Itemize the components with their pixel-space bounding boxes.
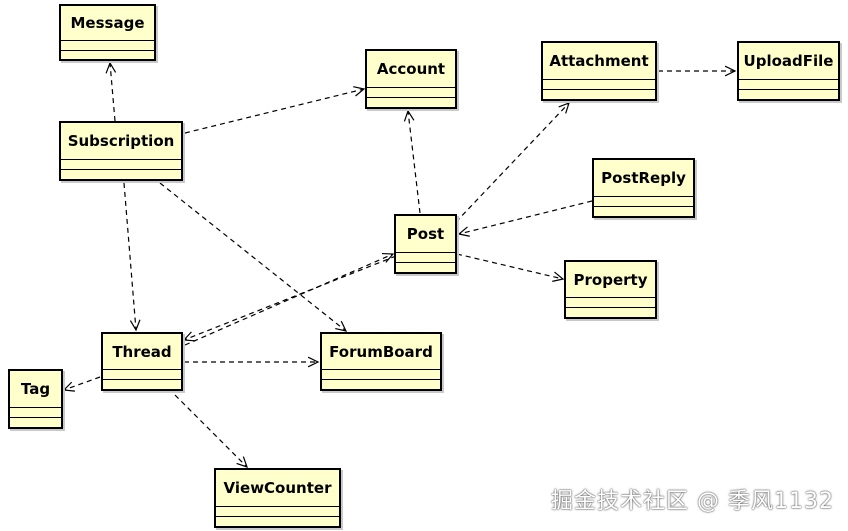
dependency-subscription-to-forumboard [159, 182, 348, 332]
class-name: Subscription [67, 132, 175, 150]
open-arrowhead [335, 320, 348, 332]
dependency-line [456, 253, 564, 280]
class-uploadfile[interactable]: UploadFile [737, 41, 840, 101]
open-arrowhead [62, 381, 76, 392]
dependency-line [455, 102, 570, 223]
dependency-subscription-to-account [184, 86, 366, 134]
dependency-thread-to-viewcounter [174, 394, 248, 468]
class-name: Property [573, 270, 648, 289]
operations-compartment [216, 516, 339, 526]
operations-compartment [322, 379, 440, 389]
class-name: Message [70, 14, 145, 32]
operations-compartment [566, 307, 655, 317]
open-arrowhead [558, 101, 570, 114]
attributes-compartment [216, 506, 339, 516]
class-name: UploadFile [743, 52, 834, 70]
class-postreply[interactable]: PostReply [592, 158, 695, 218]
operations-compartment [739, 89, 838, 99]
class-post[interactable]: Post [394, 214, 457, 274]
dependency-line [407, 110, 421, 214]
dependency-line [458, 200, 593, 235]
dependency-line [109, 62, 116, 122]
open-arrowhead [457, 226, 470, 237]
class-thread[interactable]: Thread [101, 332, 183, 391]
operations-compartment [367, 97, 455, 107]
attributes-compartment [396, 252, 455, 262]
dependency-postreply-to-post [457, 200, 593, 237]
operations-compartment [61, 50, 154, 59]
class-viewcounter[interactable]: ViewCounter [214, 468, 341, 528]
watermark: 掘金技术社区 @ 季风1132 [551, 489, 834, 514]
attributes-compartment [10, 407, 61, 417]
class-name: Post [406, 225, 445, 243]
dependency-line [63, 376, 101, 391]
open-arrowhead [236, 456, 248, 468]
class-attachment[interactable]: Attachment [541, 41, 657, 101]
class-subscription[interactable]: Subscription [59, 121, 183, 181]
open-arrowhead [105, 61, 117, 74]
dependency-subscription-to-message [105, 61, 117, 122]
dependency-line [184, 253, 394, 346]
operations-compartment [103, 379, 181, 389]
class-account[interactable]: Account [365, 49, 457, 109]
class-name: Account [376, 60, 446, 78]
dependency-line [159, 182, 347, 332]
attributes-compartment [367, 87, 455, 97]
operations-compartment [594, 206, 693, 216]
class-name: PostReply [601, 169, 686, 187]
dependency-thread-to-tag [62, 376, 101, 392]
class-tag[interactable]: Tag [8, 369, 63, 429]
open-arrowhead [552, 271, 565, 282]
attributes-compartment [566, 297, 655, 307]
class-forumboard[interactable]: ForumBoard [320, 332, 442, 391]
open-arrowhead [403, 109, 415, 122]
class-name: ForumBoard [329, 342, 433, 361]
dependency-post-to-attachment [455, 101, 570, 223]
attributes-compartment [543, 79, 655, 89]
open-arrowhead [307, 356, 320, 368]
open-arrowhead [724, 65, 737, 77]
class-name: ViewCounter [223, 479, 332, 497]
dependency-post-to-account [403, 109, 421, 214]
class-name: Thread [112, 342, 172, 361]
open-arrowhead [182, 331, 196, 342]
dependency-line [174, 394, 248, 468]
attributes-compartment [594, 196, 693, 206]
open-arrowhead [381, 252, 395, 263]
dependency-line [184, 88, 365, 134]
operations-compartment [396, 262, 455, 272]
attributes-compartment [322, 369, 440, 379]
operations-compartment [61, 169, 181, 179]
operations-compartment [543, 89, 655, 99]
class-name: Attachment [549, 52, 649, 70]
attributes-compartment [739, 79, 838, 89]
open-arrowhead [353, 86, 366, 97]
attributes-compartment [61, 159, 181, 169]
class-message[interactable]: Message [59, 4, 156, 61]
class-name: Tag [20, 380, 51, 398]
dependency-thread-to-forumboard [184, 356, 320, 368]
attributes-compartment [61, 40, 154, 50]
dependency-line [183, 255, 397, 341]
dependency-post-to-thread [182, 255, 397, 342]
dependency-line [123, 182, 137, 331]
open-arrowhead [129, 319, 141, 332]
dependency-post-to-property [456, 253, 565, 282]
operations-compartment [10, 417, 61, 427]
attributes-compartment [103, 369, 181, 379]
dependency-subscription-to-thread [123, 182, 141, 332]
class-property[interactable]: Property [564, 260, 657, 319]
dependency-attachment-to-uploadfile [658, 65, 737, 77]
dependency-thread-to-post [184, 252, 395, 346]
